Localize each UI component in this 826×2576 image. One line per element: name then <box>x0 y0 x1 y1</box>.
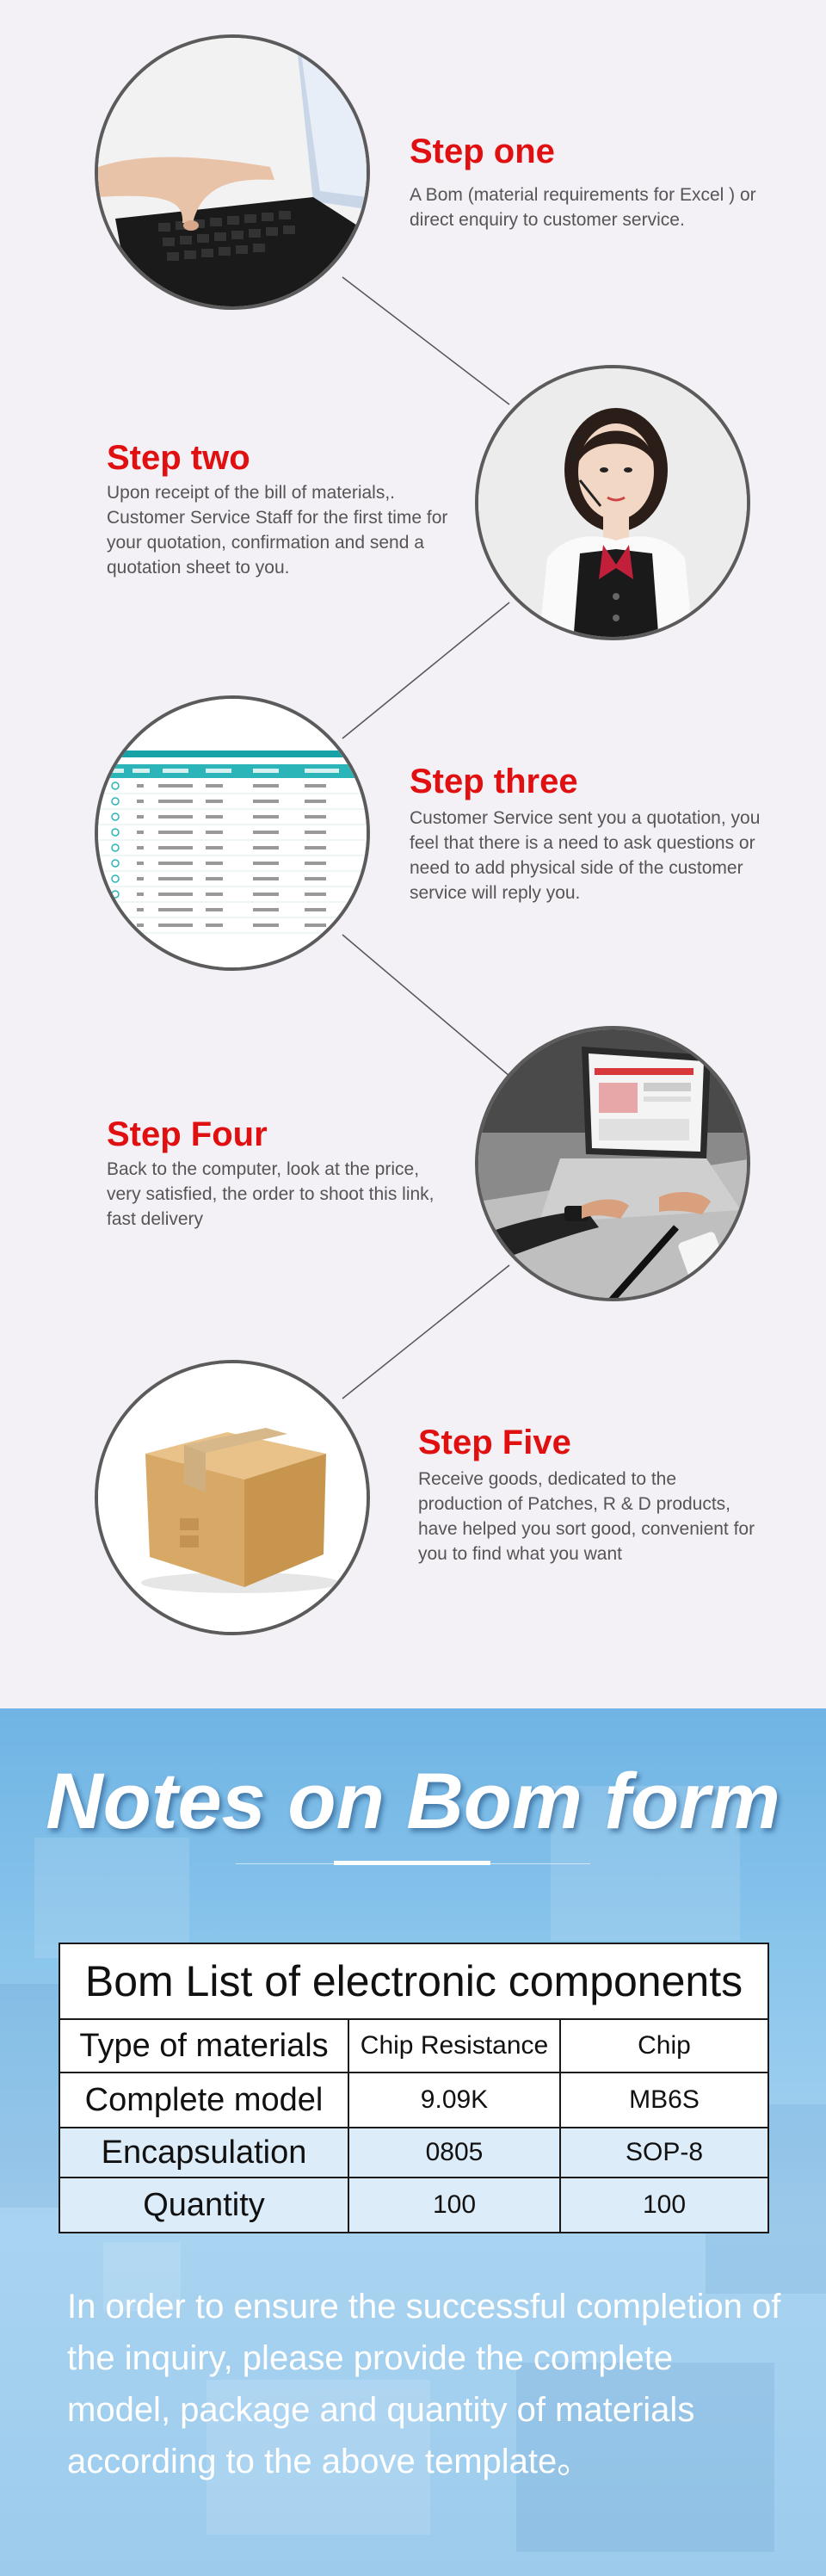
step-five-title: Step Five <box>418 1424 571 1461</box>
bom-table: Bom List of electronic components Type o… <box>59 1943 769 2233</box>
cell-value: SOP-8 <box>559 2127 769 2178</box>
cell-value: 100 <box>559 2177 769 2233</box>
step-five-image <box>95 1360 370 1635</box>
cell-value: Chip Resistance <box>348 2018 561 2073</box>
step-five-text: Receive goods, dedicated to the producti… <box>418 1469 755 1564</box>
step-four-image <box>475 1026 750 1301</box>
cell-value: 100 <box>348 2177 561 2233</box>
step-two-title: Step two <box>107 439 250 477</box>
step-three-text: Customer Service sent you a quotation, y… <box>410 808 761 903</box>
step-one-image <box>95 34 370 310</box>
bom-footer-note: In order to ensure the successful comple… <box>67 2288 781 2480</box>
table-row: Complete model 9.09K MB6S <box>59 2072 769 2128</box>
step-four-text: Back to the computer, look at the price,… <box>107 1159 435 1229</box>
process-section: Step one A Bom (material requirements fo… <box>95 34 761 1635</box>
bom-table-caption: Bom List of electronic components <box>59 1943 769 2020</box>
table-row: Quantity 100 100 <box>59 2177 769 2233</box>
row-label: Encapsulation <box>59 2127 349 2178</box>
row-label: Type of materials <box>59 2018 349 2073</box>
connector-lines <box>342 276 510 1399</box>
notes-title: Notes on Bom form <box>46 1757 780 1845</box>
cell-value: 9.09K <box>348 2072 561 2128</box>
cell-value: Chip <box>559 2018 769 2073</box>
step-three-title: Step three <box>410 763 578 800</box>
table-row: Type of materials Chip Resistance Chip <box>59 2018 769 2073</box>
step-two-image <box>475 365 750 640</box>
row-label: Complete model <box>59 2072 349 2128</box>
step-two-text: Upon receipt of the bill of materials,. … <box>107 483 448 578</box>
cell-value: MB6S <box>559 2072 769 2128</box>
step-three-image <box>95 695 370 971</box>
step-four-title: Step Four <box>107 1115 268 1153</box>
title-underline-accent <box>334 1861 490 1865</box>
row-label: Quantity <box>59 2177 349 2233</box>
step-one-title: Step one <box>410 133 555 170</box>
step-one-text: A Bom (material requirements for Excel )… <box>410 185 756 230</box>
cell-value: 0805 <box>348 2127 561 2178</box>
table-row: Encapsulation 0805 SOP-8 <box>59 2127 769 2178</box>
